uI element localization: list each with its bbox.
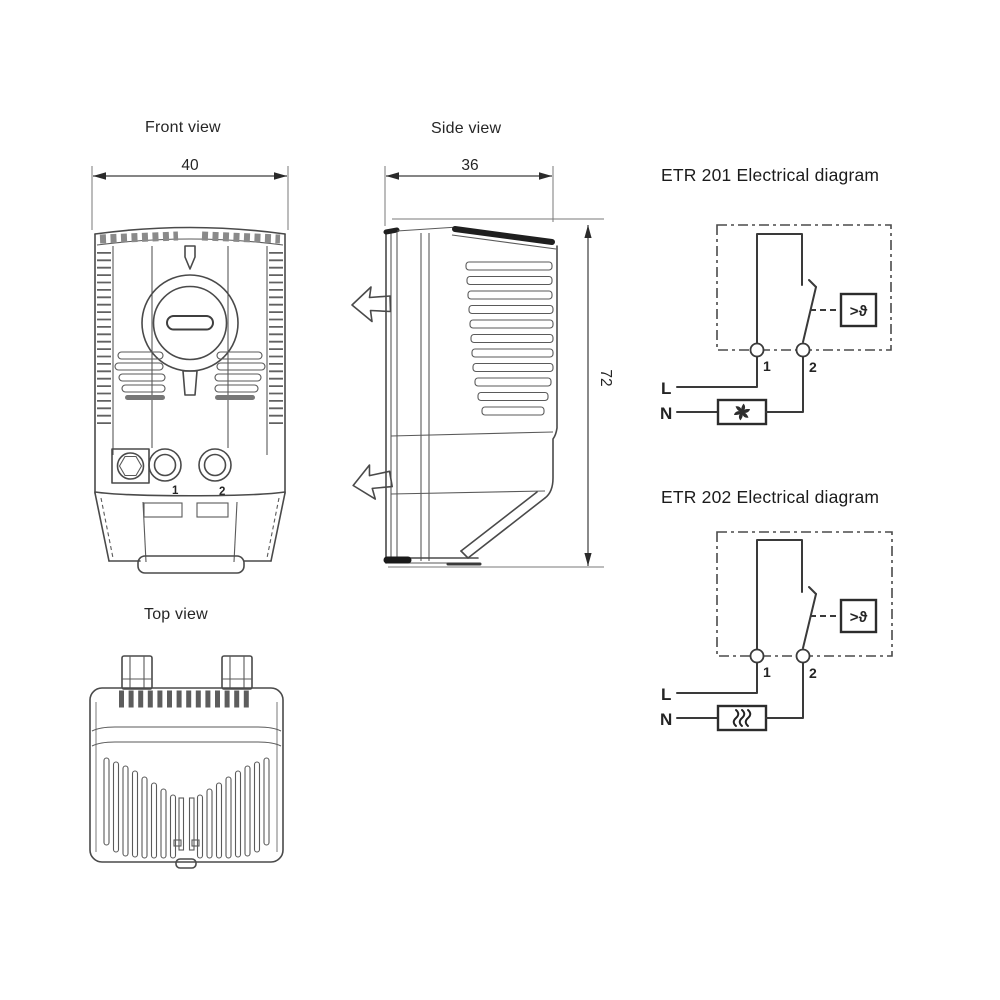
din-rail-clip: [383, 491, 546, 566]
bottom-notch: [175, 858, 197, 869]
top-housing: [89, 687, 284, 863]
terminal-1-label-201: 1: [763, 358, 771, 374]
setpoint-dial: [141, 274, 239, 396]
terminal-1-circle-202: [749, 648, 765, 664]
thermostat-enclosure-201: [716, 224, 892, 351]
front-view-drawing: 40: [91, 157, 289, 574]
terminal-2-label-202: 2: [809, 665, 817, 681]
switch-contact-201: [802, 279, 817, 343]
side-vent-slats: [465, 261, 554, 416]
neutral-label-201: N: [660, 404, 672, 423]
terminal-1-label-202: 1: [763, 664, 771, 680]
side-housing: [383, 226, 558, 564]
side-view-drawing: 36 72: [351, 157, 614, 568]
etr202-circuit: >ϑ 1 2 L N: [660, 531, 893, 732]
etr201-circuit: >ϑ 1 2 L N: [660, 224, 892, 426]
etr201-title: ETR 201 Electrical diagram: [661, 165, 880, 185]
terminal-2-label-201: 2: [809, 359, 817, 375]
temperature-sensor-icon: >ϑ: [839, 598, 878, 634]
top-vent-slats: [103, 757, 270, 859]
side-width-dimension: 36: [384, 157, 554, 226]
top-view-drawing: [89, 655, 284, 869]
terminal-screw-hex: [118, 455, 143, 477]
top-left-cap: [383, 227, 400, 235]
sensor-symbol-201: >ϑ: [850, 303, 868, 320]
front-terminal-2-label: 2: [219, 486, 225, 498]
top-rib-texture-left: [99, 231, 179, 244]
side-view-label: Side view: [431, 120, 502, 137]
side-width-value: 36: [461, 157, 478, 174]
front-base-skirt: [94, 491, 286, 574]
top-rib-texture-right: [201, 231, 281, 244]
front-terminals: 1 2: [111, 448, 232, 498]
terminal-2-circle-202: [795, 648, 811, 664]
slat-dark-right: [215, 395, 255, 400]
switch-contact-202: [802, 586, 817, 649]
front-view-label: Front view: [145, 119, 221, 136]
side-height-value: 72: [597, 369, 614, 386]
front-width-dimension: 40: [91, 157, 289, 230]
terminal-1-front: [148, 448, 182, 482]
din-mount-arrow-icon: [351, 286, 394, 500]
temperature-sensor-icon: >ϑ: [839, 292, 878, 328]
side-height-dimension: 72: [388, 218, 614, 568]
top-view-label: Top view: [144, 606, 208, 623]
front-width-value: 40: [181, 157, 199, 174]
sensor-symbol-202: >ϑ: [850, 609, 868, 626]
front-foot: [137, 555, 245, 574]
line-label-201: L: [661, 379, 671, 398]
etr202-title: ETR 202 Electrical diagram: [661, 487, 880, 507]
fan-icon: [716, 398, 768, 426]
dial-index-pointer: [184, 245, 196, 270]
terminal-1-circle-201: [749, 342, 765, 358]
dial-stem: [182, 370, 198, 396]
neutral-label-202: N: [660, 710, 672, 729]
top-mount-tabs: [121, 655, 253, 690]
dial-screw-slot: [166, 315, 214, 331]
top-cap-band: [452, 226, 555, 245]
front-vent-slats: [114, 351, 266, 400]
heater-icon: [716, 704, 768, 732]
thermostat-enclosure-202: [716, 531, 893, 657]
slat-dark-left: [125, 395, 165, 400]
front-terminal-1-label: 1: [172, 485, 179, 497]
line-label-202: L: [661, 685, 671, 704]
terminal-2-front: [198, 448, 232, 482]
front-housing: [94, 226, 286, 494]
terminal-2-circle-201: [795, 342, 811, 358]
